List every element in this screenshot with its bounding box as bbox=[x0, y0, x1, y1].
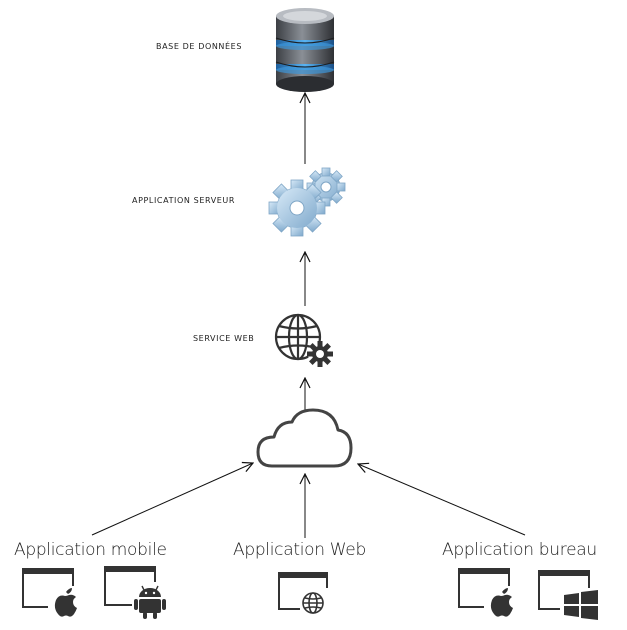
cloud-icon bbox=[256, 408, 353, 468]
client-desktop-label: Application bureau bbox=[442, 540, 597, 560]
app-server-label: APPLICATION SERVEUR bbox=[132, 196, 236, 205]
globe-gear-icon bbox=[274, 313, 333, 367]
window-android-icon bbox=[104, 566, 166, 620]
edges bbox=[91, 93, 526, 538]
window-globe-icon bbox=[278, 572, 330, 618]
window-apple-icon bbox=[458, 568, 518, 620]
database-icon bbox=[275, 8, 335, 92]
client-mobile-label: Application mobile bbox=[14, 540, 167, 560]
edge-desktop-to-cloud bbox=[358, 464, 526, 536]
web-service-label: SERVICE WEB bbox=[193, 334, 255, 343]
database-label: BASE DE DONNÉES bbox=[156, 42, 243, 51]
client-web-label: Application Web bbox=[233, 540, 366, 560]
gears-icon bbox=[268, 167, 346, 237]
window-apple-icon bbox=[22, 568, 82, 620]
edge-mobile-to-cloud bbox=[91, 463, 253, 536]
window-windows-icon bbox=[538, 570, 600, 622]
